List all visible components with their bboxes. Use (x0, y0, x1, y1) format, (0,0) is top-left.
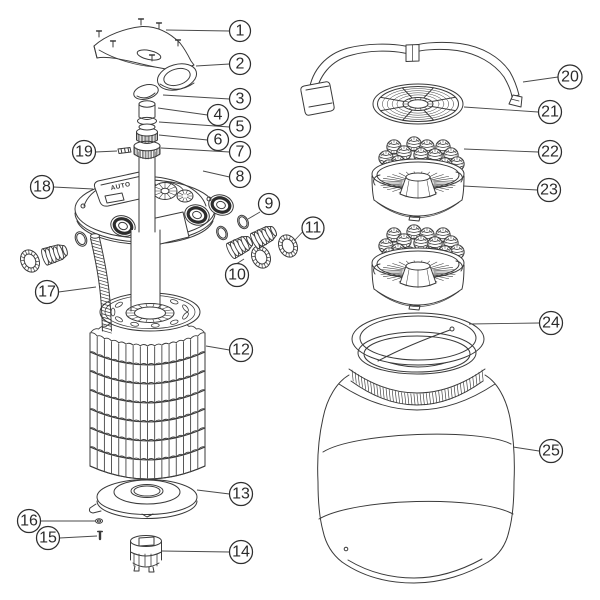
svg-text:17: 17 (38, 284, 56, 301)
tank-body (317, 326, 515, 584)
svg-text:2: 2 (236, 56, 245, 73)
tank-collar-ring (351, 312, 485, 368)
oval-cap (133, 84, 159, 100)
svg-text:12: 12 (232, 342, 250, 359)
washers (137, 116, 157, 131)
callout-3: 3 (228, 87, 252, 111)
svg-text:9: 9 (265, 196, 274, 213)
filter-disc-stack (89, 292, 206, 480)
callout-24: 24 (538, 310, 564, 336)
grid-plate (372, 83, 464, 125)
svg-text:15: 15 (39, 530, 57, 547)
callout-5: 5 (228, 115, 252, 139)
callout-21: 21 (537, 99, 563, 125)
callout-23: 23 (536, 177, 562, 203)
callout-20: 20 (557, 64, 583, 90)
small-key (117, 147, 132, 154)
svg-text:21: 21 (541, 104, 559, 121)
center-pipe (130, 229, 161, 312)
callout-14: 14 (228, 539, 254, 565)
callout-2: 2 (228, 52, 252, 76)
bottom-coupling (130, 535, 162, 573)
callout-17: 17 (34, 279, 60, 305)
callout-10: 10 (224, 262, 250, 288)
svg-text:13: 13 (232, 486, 250, 503)
svg-text:25: 25 (542, 443, 560, 460)
knurled-collar (133, 140, 161, 160)
callout-13: 13 (228, 481, 254, 507)
callout-25: 25 (538, 438, 564, 464)
small-fasteners (95, 518, 103, 541)
callout-8: 8 (228, 165, 252, 189)
impeller-cylinder (138, 100, 156, 120)
callout-19: 19 (71, 139, 97, 165)
callout-16: 16 (16, 508, 42, 534)
svg-text:23: 23 (540, 182, 558, 199)
svg-text:10: 10 (228, 267, 246, 284)
svg-text:3: 3 (236, 91, 245, 108)
svg-text:1: 1 (236, 23, 245, 40)
svg-text:8: 8 (236, 169, 245, 186)
callout-15: 15 (35, 525, 61, 551)
svg-text:7: 7 (236, 144, 245, 161)
rotor-shaft-parts (133, 84, 161, 233)
callout-7: 7 (228, 140, 252, 164)
svg-text:14: 14 (232, 544, 250, 561)
leader-lines (40, 29, 559, 553)
hose-fittings-left (20, 231, 88, 273)
auto-label: AUTO (110, 181, 131, 192)
callout-9: 9 (257, 192, 281, 216)
svg-text:20: 20 (561, 69, 579, 86)
handle-cover (93, 18, 198, 91)
callout-1: 1 (228, 19, 252, 43)
svg-text:11: 11 (305, 220, 322, 237)
clamp-ring (300, 41, 523, 116)
stack-collar (125, 303, 175, 323)
svg-text:18: 18 (33, 179, 51, 196)
callout-12: 12 (228, 337, 254, 363)
svg-text:4: 4 (214, 107, 223, 124)
media-basket-upper (371, 158, 465, 222)
svg-text:5: 5 (236, 119, 245, 136)
svg-text:24: 24 (542, 315, 560, 332)
hose-fittings-right (216, 214, 298, 269)
svg-text:6: 6 (214, 132, 223, 149)
callout-numbers: 1 2 3 4 5 6 7 8 9 10 11 12 13 14 15 16 1… (16, 19, 583, 565)
media-basket-lower (371, 247, 465, 311)
callout-18: 18 (29, 174, 55, 200)
spiral-rod (90, 233, 112, 334)
svg-text:22: 22 (541, 144, 559, 161)
callout-6: 6 (206, 128, 230, 152)
svg-text:16: 16 (20, 513, 38, 530)
callout-4: 4 (206, 103, 230, 127)
bottom-plate (88, 479, 198, 519)
callout-22: 22 (537, 139, 563, 165)
svg-text:19: 19 (75, 144, 93, 161)
line-art: AUTO (20, 18, 523, 584)
callout-11: 11 (301, 216, 325, 240)
